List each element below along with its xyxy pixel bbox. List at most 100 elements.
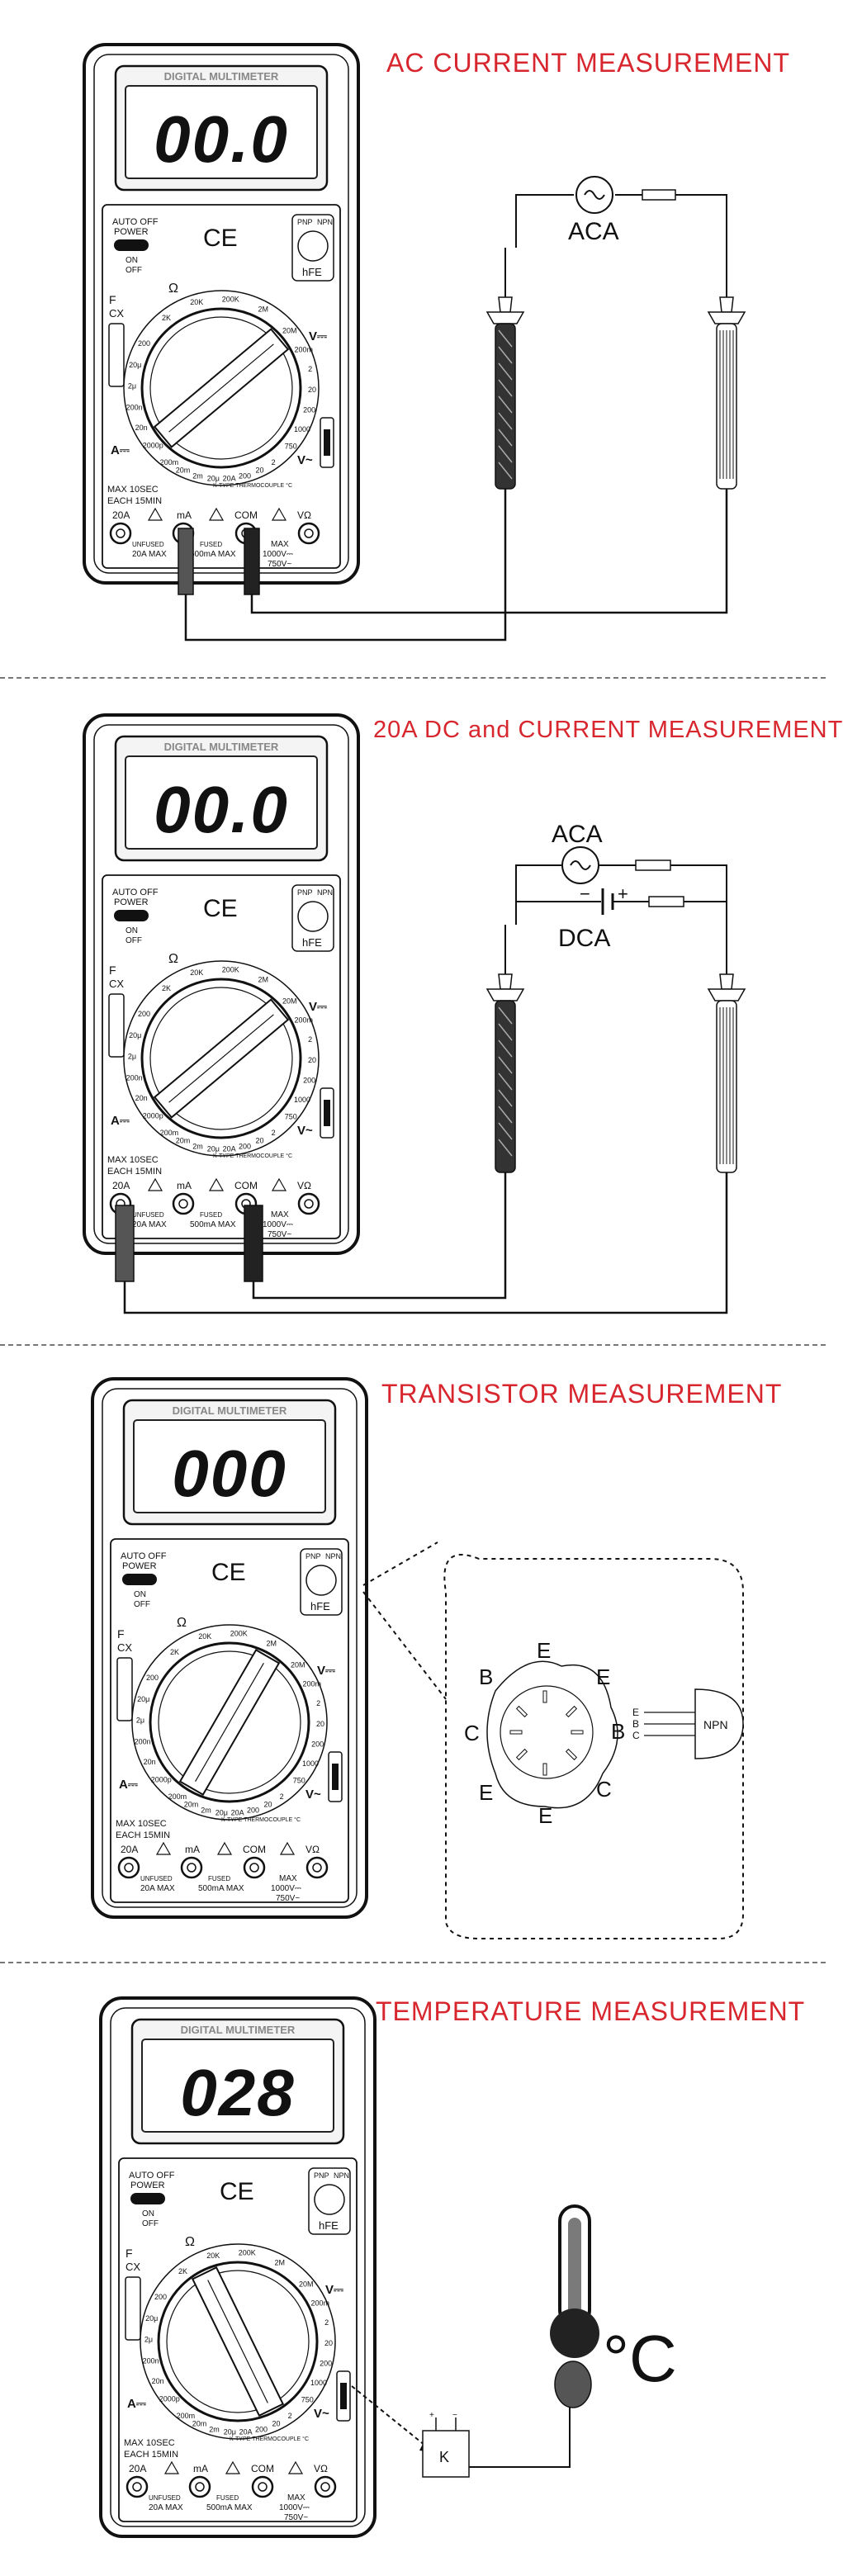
- multimeter: DIGITAL MULTIMETER 00.0 AUTO OFF POWER O…: [81, 41, 362, 586]
- each-15min-label: EACH 15MIN: [107, 1167, 162, 1177]
- dial-tick-label: 20n: [152, 2377, 164, 2385]
- dial-tick-label: 2M: [266, 1640, 277, 1648]
- auto-off-label: AUTO OFF: [112, 217, 159, 227]
- hfe-socket[interactable]: [297, 230, 329, 262]
- jack-com-label: COM: [234, 509, 258, 521]
- vdc-label: V⎓: [309, 1000, 327, 1014]
- pin-c-label: C: [632, 1730, 640, 1741]
- vac-label: V~: [305, 1788, 321, 1802]
- pin-e-label: E: [596, 1664, 610, 1689]
- dial-tick-label: 200: [320, 2360, 332, 2368]
- thermo-label: K-TYPE THERMOCOUPLE °C: [221, 1816, 301, 1823]
- dial-tick-label: 200: [303, 1077, 315, 1085]
- dial-tick-label: 200K: [230, 1630, 248, 1638]
- dial-tick-label: 2M: [258, 305, 268, 314]
- pnp-label: PNP: [305, 1552, 321, 1560]
- cx-socket[interactable]: [108, 993, 125, 1058]
- transistor-detail: E B C E E B C E E B C NPN: [362, 1541, 744, 1939]
- dial-tick-label: 200m: [294, 346, 313, 354]
- hfe-label: hFE: [302, 936, 322, 949]
- dial-tick-label: 20m: [176, 1137, 191, 1145]
- off-label: OFF: [126, 266, 142, 275]
- npn-label: NPN: [325, 1552, 341, 1560]
- dial-tick-label: 750: [285, 1113, 297, 1121]
- jack-vohm-label: VΩ: [297, 509, 311, 521]
- test-probe-left: [485, 248, 525, 490]
- npn-label: NPN: [703, 1718, 728, 1731]
- each-15min-label: EACH 15MIN: [116, 1830, 170, 1840]
- celsius-label: °C: [603, 2322, 677, 2395]
- dial-tick-label: 200: [154, 2293, 167, 2301]
- cx-socket[interactable]: [125, 2276, 141, 2341]
- pin-b-label: B: [632, 1718, 639, 1730]
- dial-tick-label: 2000p: [143, 441, 163, 449]
- brand-label: DIGITAL MULTIMETER: [173, 1404, 287, 1417]
- power-button[interactable]: [114, 910, 149, 921]
- pin-c-label: C: [464, 1721, 480, 1745]
- dial-tick-label: 20μ: [129, 1031, 141, 1039]
- resistor-symbol: [648, 896, 684, 907]
- dial-tick-label: 2: [308, 1035, 312, 1044]
- resistor-symbol: [635, 859, 671, 871]
- hfe-socket[interactable]: [314, 2184, 345, 2215]
- dial-tick-label: 200m: [160, 458, 179, 466]
- power-button[interactable]: [130, 2193, 165, 2204]
- brand-label: DIGITAL MULTIMETER: [164, 70, 279, 83]
- jack-ma-label: mA: [177, 509, 192, 521]
- dial-tick-label: 20m: [184, 1801, 199, 1809]
- pin-e-label: E: [479, 1780, 493, 1805]
- dial-tick-label: 2K: [178, 2267, 187, 2275]
- thermo-label: K-TYPE THERMOCOUPLE °C: [230, 2436, 309, 2442]
- on-label: ON: [142, 2209, 154, 2218]
- ce-mark: CE: [220, 2178, 254, 2205]
- temperature-probe-tip: [554, 2361, 592, 2408]
- probe-lead-20a: [115, 1205, 135, 1282]
- multimeter: DIGITAL MULTIMETER 000 AUTO OFF POWER ON…: [89, 1376, 370, 1920]
- dial-tick-label: 2m: [209, 2425, 220, 2433]
- dial-tick-label: 20n: [144, 1758, 156, 1766]
- dial-tick-label: 2μ: [144, 2336, 153, 2344]
- dial-tick-label: 200m: [294, 1016, 313, 1025]
- fused-label: FUSED: [216, 2494, 239, 2502]
- cx-label: CX: [126, 2261, 140, 2273]
- dial-pointer-line: [195, 1662, 264, 1783]
- lcd-reading: 028: [180, 2056, 295, 2129]
- dial-tick-label: 2000p: [159, 2394, 180, 2403]
- dial-tick-label: 2000p: [143, 1111, 163, 1120]
- dial-tick-label: 20K: [190, 298, 203, 306]
- vdc-label: V⎓: [309, 329, 327, 343]
- dial-tick-label: 200n: [126, 1073, 143, 1082]
- multimeter-body: DIGITAL MULTIMETER 00.0 AUTO OFF POWER O…: [83, 43, 360, 585]
- lcd-reading: 00.0: [154, 773, 289, 846]
- dial-tick-label: 20: [272, 2420, 280, 2428]
- cx-socket[interactable]: [108, 323, 125, 387]
- dial-tick-label: 20: [255, 466, 263, 475]
- max-20a-label: 20A MAX: [149, 2503, 183, 2512]
- jack-vohm-label: VΩ: [297, 1180, 311, 1191]
- on-label: ON: [134, 1590, 146, 1599]
- ce-mark: CE: [203, 895, 238, 922]
- cx-socket[interactable]: [116, 1657, 133, 1721]
- dial-tick-label: 20μ: [207, 1145, 220, 1153]
- dial-tick-label: 2K: [170, 1648, 179, 1656]
- multimeter-body: DIGITAL MULTIMETER 00.0 AUTO OFF POWER O…: [83, 713, 360, 1255]
- dial-tick-label: 20M: [282, 997, 297, 1006]
- on-label: ON: [126, 256, 138, 265]
- dial-tick-label: 20: [308, 386, 316, 394]
- dial-tick-label: 200: [255, 2425, 268, 2433]
- zoom-callout: [443, 1554, 744, 1939]
- cx-label: CX: [109, 978, 124, 990]
- section-title: TRANSISTOR MEASUREMENT: [381, 1379, 783, 1409]
- jack-20a-label: 20A: [121, 1844, 138, 1855]
- power-button[interactable]: [114, 239, 149, 251]
- power-label: POWER: [130, 2181, 165, 2190]
- hfe-socket[interactable]: [297, 901, 329, 932]
- power-button[interactable]: [122, 1574, 157, 1585]
- max-10sec-label: MAX 10SEC: [116, 1819, 167, 1829]
- hfe-socket[interactable]: [305, 1565, 337, 1596]
- dial-tick-label: 20μ: [215, 1809, 228, 1817]
- multimeter-body: DIGITAL MULTIMETER 000 AUTO OFF POWER ON…: [91, 1377, 368, 1919]
- dial-tick-label: 2μ: [136, 1717, 144, 1725]
- section-divider-1: [0, 677, 826, 679]
- dial-tick-label: 2: [272, 458, 276, 466]
